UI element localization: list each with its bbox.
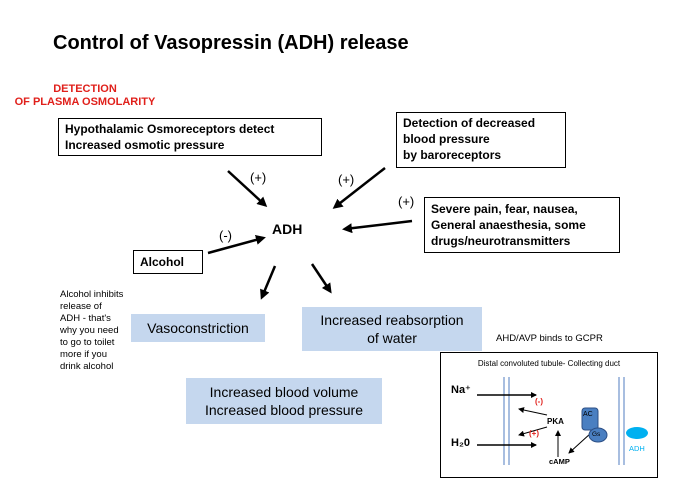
baroreceptors-box: Detection of decreased blood pressure by… bbox=[396, 112, 566, 168]
pka-to-water-arrow bbox=[518, 426, 548, 437]
detection-label-line1: DETECTION bbox=[53, 83, 117, 95]
alcohol-box: Alcohol bbox=[133, 250, 203, 274]
gs-label: Gs bbox=[592, 431, 601, 438]
tubule-inset: Distal convoluted tubule- Collecting duc… bbox=[440, 352, 658, 478]
alcohol-note-line: more if you bbox=[60, 349, 107, 360]
adh-receptor-label: ADH bbox=[629, 444, 645, 453]
arrow-pain-to-adh bbox=[342, 219, 413, 234]
reabsorption-box: Increased reabsorption of water bbox=[302, 307, 482, 351]
water-label: H₂0 bbox=[451, 437, 470, 449]
vasoconstriction-box: Vasoconstriction bbox=[131, 314, 265, 342]
osmoreceptors-line1: Hypothalamic Osmoreceptors detect bbox=[65, 122, 275, 136]
arrow-adh-to-vasoconstriction bbox=[260, 265, 277, 300]
alcohol-note-line: why you need bbox=[60, 325, 119, 336]
baroreceptors-line3: by baroreceptors bbox=[403, 148, 502, 162]
ac-to-camp-arrow bbox=[568, 432, 592, 454]
pain-line3: drugs/neurotransmitters bbox=[431, 234, 571, 248]
osmoreceptors-line2: Increased osmotic pressure bbox=[65, 138, 225, 152]
arrow-alcohol-to-adh bbox=[207, 235, 266, 255]
alcohol-note-line: drink alcohol bbox=[60, 361, 114, 372]
reabsorption-line2: of water bbox=[367, 330, 417, 346]
reabsorption-line1: Increased reabsorption bbox=[320, 312, 464, 328]
page-title: Control of Vasopressin (ADH) release bbox=[53, 32, 409, 54]
inset-drawing bbox=[477, 377, 648, 465]
inset-header: Distal convoluted tubule- Collecting duc… bbox=[477, 359, 621, 368]
adh-label: ADH bbox=[272, 221, 303, 237]
pka-to-na-arrow bbox=[518, 407, 548, 416]
blood-volume-box: Increased blood volume Increased blood p… bbox=[186, 378, 382, 424]
pain-box: Severe pain, fear, nausea, General anaes… bbox=[424, 197, 620, 253]
ac-block bbox=[581, 407, 599, 431]
plus-sign-osmo: (+) bbox=[250, 170, 267, 185]
alcohol-note-line: ADH - that's bbox=[60, 313, 111, 324]
alcohol-note: Alcohol inhibits release of ADH - that's… bbox=[60, 289, 140, 373]
alcohol-note-line: to go to toilet bbox=[60, 337, 115, 348]
pka-label: PKA bbox=[547, 417, 564, 426]
alcohol-note-line: release of bbox=[60, 301, 102, 312]
blood-volume-line2: Increased blood pressure bbox=[205, 402, 363, 418]
plus-sign-baro: (+) bbox=[338, 172, 355, 187]
inset-plus: (+) bbox=[529, 429, 539, 438]
inset-minus: (-) bbox=[535, 397, 543, 406]
baroreceptors-line1: Detection of decreased bbox=[403, 116, 536, 130]
detection-label: DETECTION OF PLASMA OSMOLARITY bbox=[10, 83, 160, 109]
adh-ellipse bbox=[626, 427, 648, 439]
baroreceptors-line2: blood pressure bbox=[403, 132, 490, 146]
alcohol-note-line: Alcohol inhibits bbox=[60, 289, 124, 300]
pain-line1: Severe pain, fear, nausea, bbox=[431, 202, 578, 216]
na-label: Na⁺ bbox=[451, 384, 471, 396]
blood-volume-line1: Increased blood volume bbox=[209, 384, 359, 400]
arrow-osmo-to-adh bbox=[227, 170, 268, 208]
camp-label: cAMP bbox=[549, 457, 570, 466]
pain-line2: General anaesthesia, some bbox=[431, 218, 586, 232]
detection-label-line2: OF PLASMA OSMOLARITY bbox=[14, 96, 156, 108]
arrow-baro-to-adh bbox=[332, 167, 386, 209]
arrow-adh-to-reabsorption bbox=[310, 263, 332, 294]
minus-sign-alcohol: (-) bbox=[219, 228, 232, 243]
gpcr-note: AHD/AVP binds to GCPR bbox=[496, 333, 603, 344]
ac-label: AC bbox=[583, 411, 593, 418]
gs-ellipse bbox=[588, 427, 608, 443]
plus-sign-pain: (+) bbox=[398, 194, 415, 209]
osmoreceptors-box: Hypothalamic Osmoreceptors detect Increa… bbox=[58, 118, 322, 156]
